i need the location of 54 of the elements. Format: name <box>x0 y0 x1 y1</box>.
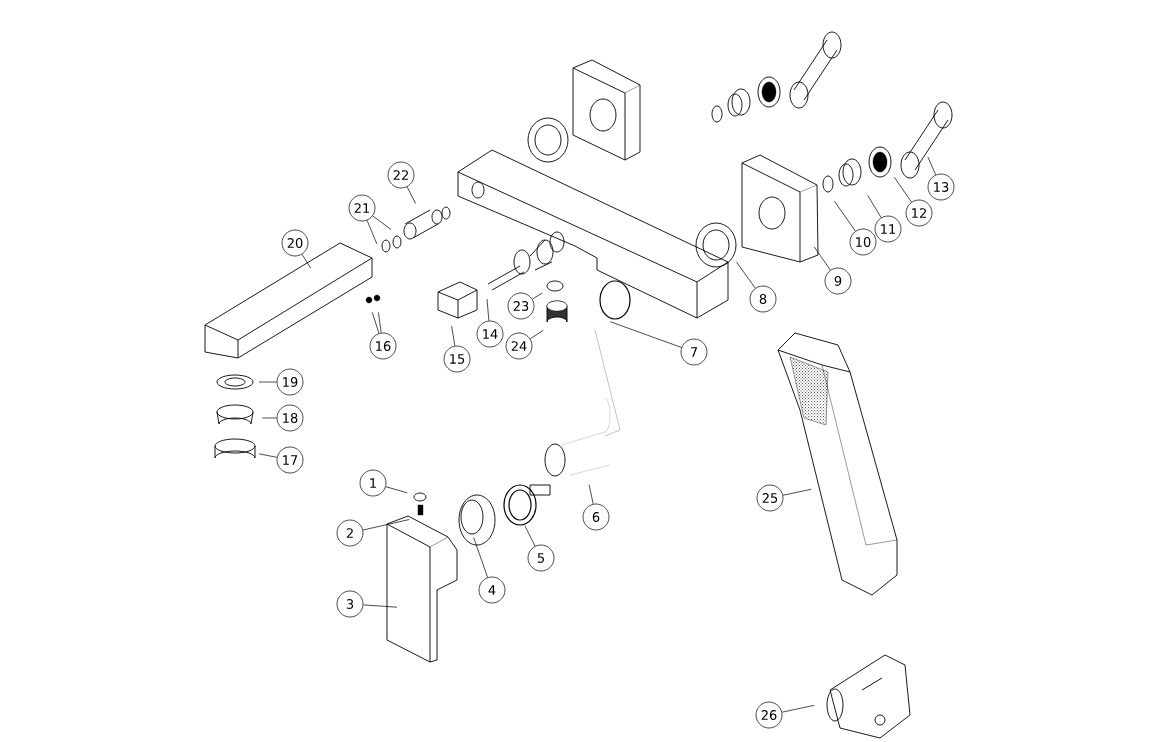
callout-number: 4 <box>478 576 506 604</box>
leader-line <box>406 186 416 204</box>
callout-number: 20 <box>281 229 309 257</box>
leader-line <box>813 246 831 271</box>
callout-number: 8 <box>749 285 777 313</box>
callout-number: 23 <box>507 292 535 320</box>
leader-line <box>927 156 936 176</box>
leader-line <box>588 484 594 505</box>
callout-number: 18 <box>276 404 304 432</box>
callout-number: 6 <box>582 503 610 531</box>
callout-number: 7 <box>680 338 708 366</box>
leader-line <box>833 200 856 232</box>
callout-number: 12 <box>905 199 933 227</box>
callout-number: 9 <box>824 267 852 295</box>
callout-number: 14 <box>476 320 504 348</box>
callout-number: 21 <box>348 194 376 222</box>
leader-line <box>362 519 410 531</box>
callout-number: 1 <box>359 469 387 497</box>
leader-line <box>524 525 536 547</box>
callout-number: 16 <box>369 332 397 360</box>
leader-line <box>473 537 488 578</box>
callout-number: 17 <box>276 446 304 474</box>
leader-line <box>385 486 408 494</box>
leader-line <box>378 312 382 334</box>
callout-number: 19 <box>276 368 304 396</box>
leader-line <box>371 312 380 334</box>
leader-line <box>782 488 812 496</box>
callout-number: 10 <box>849 228 877 256</box>
leader-line <box>372 215 392 230</box>
callout-number: 13 <box>927 173 955 201</box>
leader-line <box>366 220 378 245</box>
leader-line <box>451 325 456 347</box>
leader-line <box>261 417 277 419</box>
callout-number: 11 <box>874 215 902 243</box>
callout-number: 24 <box>505 332 533 360</box>
callout-number: 26 <box>755 701 783 729</box>
callout-number: 5 <box>527 544 555 572</box>
leader-line <box>867 195 882 218</box>
leader-line <box>736 261 756 289</box>
callout-number: 2 <box>336 519 364 547</box>
leader-line <box>781 704 815 713</box>
leader-line <box>486 298 490 322</box>
callout-number: 25 <box>756 484 784 512</box>
leader-line <box>529 329 544 340</box>
callout-number: 3 <box>336 590 364 618</box>
leader-line <box>532 292 543 300</box>
leader-line <box>301 254 311 269</box>
callout-number: 22 <box>387 161 415 189</box>
leader-line <box>893 176 912 203</box>
leader-line <box>258 453 278 458</box>
leader-line <box>258 381 277 383</box>
callout-number: 15 <box>443 345 471 373</box>
leader-line <box>362 604 398 608</box>
leader-line <box>609 321 682 348</box>
